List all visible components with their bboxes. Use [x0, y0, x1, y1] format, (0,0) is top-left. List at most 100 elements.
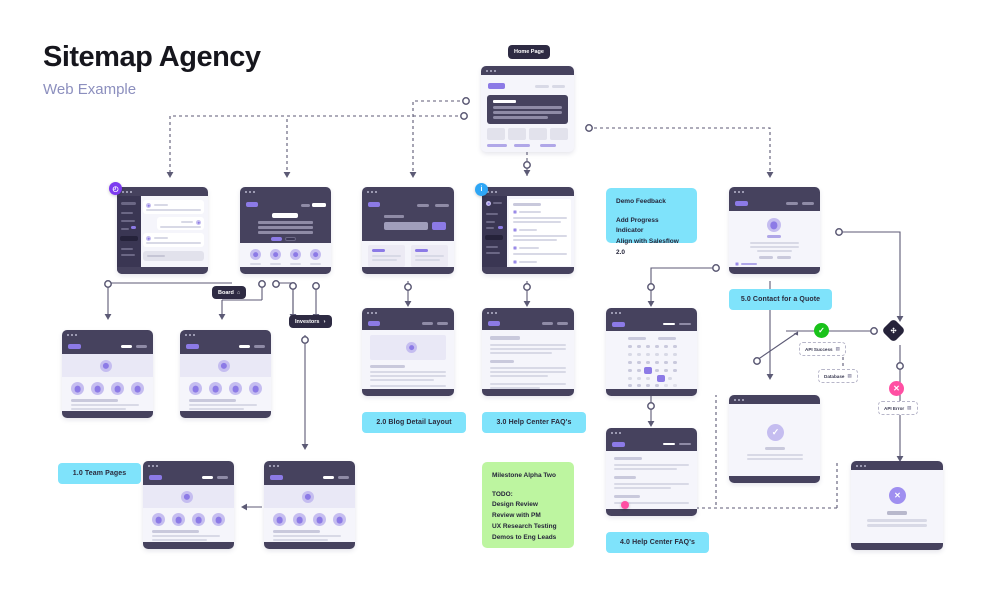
- chip-api-success-label: API Success: [805, 346, 833, 352]
- help-article-screen[interactable]: [482, 308, 574, 396]
- faq-list: [509, 199, 571, 269]
- team-page-a-screen[interactable]: [62, 330, 153, 418]
- note-line: Demos to Eng Leads: [492, 533, 557, 541]
- blog-detail-screen[interactable]: [362, 308, 454, 396]
- window-controls: [362, 308, 454, 317]
- message-bubble: [157, 217, 204, 230]
- tag-help-center[interactable]: 3.0 Help Center FAQ's: [482, 412, 586, 433]
- chip-board-label: Board: [218, 289, 234, 296]
- globe-icon: ◑: [322, 318, 326, 325]
- home-page-screen[interactable]: [481, 66, 574, 152]
- chip-board[interactable]: Board ⌂: [212, 286, 247, 299]
- team-hero-screen[interactable]: [240, 187, 331, 274]
- error-page-screen[interactable]: ✕: [851, 461, 943, 550]
- window-controls: [729, 187, 820, 196]
- pagination-dot-icon[interactable]: [621, 501, 629, 509]
- home-page-label: Home Page: [514, 49, 544, 55]
- document-icon: ▧: [907, 405, 912, 410]
- nav-item[interactable]: [535, 85, 549, 88]
- window-controls: [62, 330, 153, 339]
- calendar-selected-slot[interactable]: [644, 367, 652, 374]
- confirmation-screen[interactable]: ✓: [729, 395, 820, 483]
- message-bubble: [143, 233, 204, 247]
- window-controls: [180, 330, 271, 339]
- home-page-node[interactable]: Home Page: [508, 45, 550, 59]
- hero-banner: [264, 485, 355, 508]
- lock-icon: ⌂: [236, 289, 241, 296]
- window-controls: [240, 187, 331, 196]
- window-controls: [482, 308, 574, 317]
- note-line: UX Research Testing: [492, 522, 557, 530]
- logo-pill: [488, 83, 505, 89]
- team-page-b-screen[interactable]: [180, 330, 271, 418]
- window-controls: [117, 187, 208, 196]
- window-controls: [606, 308, 697, 317]
- chip-investors[interactable]: Investors ◑: [289, 315, 332, 328]
- article-hero-image: [370, 335, 446, 360]
- feature-block: [508, 128, 526, 140]
- feature-block: [529, 128, 547, 140]
- note-demo-feedback[interactable]: Demo Feedback Add Progress Indicator Ali…: [606, 188, 697, 256]
- note-line: Align with Salesflow 2.0: [616, 238, 679, 256]
- search-input[interactable]: [384, 222, 428, 230]
- node-decision-diamond-icon[interactable]: ✣: [881, 318, 906, 343]
- note-line: TODO:: [492, 490, 513, 498]
- chip-api-error-label: API Error: [884, 405, 905, 411]
- database-icon: ▧: [847, 373, 852, 378]
- note-heading: Demo Feedback: [616, 198, 666, 205]
- window-controls: [482, 187, 574, 196]
- clock-icon[interactable]: ◴: [109, 182, 122, 195]
- note-milestone[interactable]: Milestone Alpha Two TODO: Design Review …: [482, 462, 574, 548]
- nav-item[interactable]: [552, 85, 565, 88]
- profile-button[interactable]: [759, 256, 773, 259]
- message-bubble: [143, 200, 204, 214]
- chip-api-success[interactable]: API Success ▧: [799, 342, 846, 356]
- note-heading: Milestone Alpha Two: [492, 472, 556, 479]
- page-title: Sitemap Agency: [43, 41, 261, 73]
- calendar-selected-slot[interactable]: [657, 375, 665, 382]
- node-api-error-close-icon[interactable]: ✕: [889, 381, 904, 396]
- faq-list-screen[interactable]: [482, 187, 574, 274]
- sidebar: [117, 196, 141, 274]
- profile-button[interactable]: [777, 256, 791, 259]
- calendar-screen[interactable]: [606, 308, 697, 396]
- page-subtitle: Web Example: [43, 81, 137, 98]
- tag-help-center-4[interactable]: 4.0 Help Center FAQ's: [606, 532, 709, 553]
- node-api-success-check-icon[interactable]: ✓: [814, 323, 829, 338]
- chip-investors-label: Investors: [295, 318, 320, 325]
- feature-block: [487, 128, 505, 140]
- hero-banner: [62, 354, 153, 377]
- help-list-screen[interactable]: [606, 428, 697, 516]
- hero-block: [240, 196, 331, 243]
- sidebar: [482, 196, 507, 274]
- document-icon: ▧: [835, 346, 840, 351]
- team-page-c-screen[interactable]: [143, 461, 234, 549]
- note-line: Review with PM: [492, 512, 541, 520]
- blog-search-screen[interactable]: [362, 187, 454, 274]
- hero-block: [487, 95, 568, 124]
- tag-team-pages[interactable]: 1.0 Team Pages: [58, 463, 141, 484]
- article-card[interactable]: [411, 245, 448, 267]
- tag-blog-detail[interactable]: 2.0 Blog Detail Layout: [362, 412, 466, 433]
- chip-database-label: Database: [824, 373, 845, 379]
- tag-contact-quote[interactable]: 5.0 Contact for a Quote: [729, 289, 832, 310]
- message-input[interactable]: [143, 251, 204, 261]
- search-button[interactable]: [432, 222, 446, 230]
- article-card[interactable]: [368, 245, 405, 267]
- team-page-d-screen[interactable]: [264, 461, 355, 549]
- profile-screen[interactable]: [729, 187, 820, 274]
- window-controls: [606, 428, 697, 437]
- window-controls: [481, 66, 574, 75]
- profile-avatar: [767, 218, 781, 232]
- error-close-icon: ✕: [889, 487, 906, 504]
- chip-api-error[interactable]: API Error ▧: [878, 401, 918, 415]
- window-controls: [851, 461, 943, 470]
- chip-database[interactable]: Database ▧: [818, 369, 858, 383]
- hero-banner: [180, 354, 271, 377]
- messages-app-screen[interactable]: [117, 187, 208, 274]
- hero-banner: [143, 485, 234, 508]
- window-controls: [362, 187, 454, 196]
- feature-block: [550, 128, 568, 140]
- info-icon[interactable]: i: [475, 183, 488, 196]
